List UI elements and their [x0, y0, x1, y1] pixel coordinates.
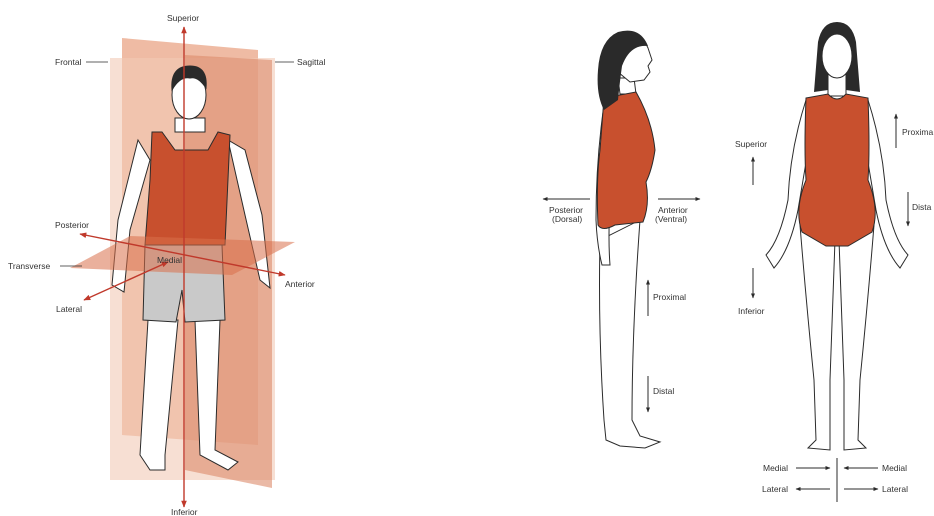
planes-figure: Superior Inferior Frontal Sagittal Poste…: [8, 13, 325, 516]
label-posterior: Posterior: [55, 220, 89, 230]
label-inferior: Inferior: [171, 507, 198, 516]
label-front-inferior: Inferior: [738, 306, 765, 316]
label-medial: Medial: [157, 255, 182, 265]
label-side-proximal: Proximal: [653, 292, 686, 302]
label-front-medial-left: Medial: [763, 463, 788, 473]
label-side-distal: Distal: [653, 386, 674, 396]
label-front-lateral-right: Lateral: [882, 484, 908, 494]
leotard-front: [799, 94, 875, 246]
label-front-lateral-left: Lateral: [762, 484, 788, 494]
leotard-side: [597, 92, 655, 229]
label-transverse: Transverse: [8, 261, 50, 271]
front-view-figure: Superior Inferior Proxima Dista Medial M…: [735, 22, 933, 502]
label-front-superior: Superior: [735, 139, 767, 149]
label-front-proximal: Proxima: [902, 127, 933, 137]
label-front-medial-right: Medial: [882, 463, 907, 473]
label-frontal: Frontal: [55, 57, 82, 67]
label-superior: Superior: [167, 13, 199, 23]
label-front-distal: Dista: [912, 202, 932, 212]
label-sagittal: Sagittal: [297, 57, 325, 67]
side-view-figure: Posterior (Dorsal) Anterior (Ventral) Pr…: [543, 31, 700, 448]
label-side-dorsal: (Dorsal): [552, 214, 582, 224]
label-anterior: Anterior: [285, 279, 315, 289]
label-lateral: Lateral: [56, 304, 82, 314]
label-side-ventral: (Ventral): [655, 214, 687, 224]
